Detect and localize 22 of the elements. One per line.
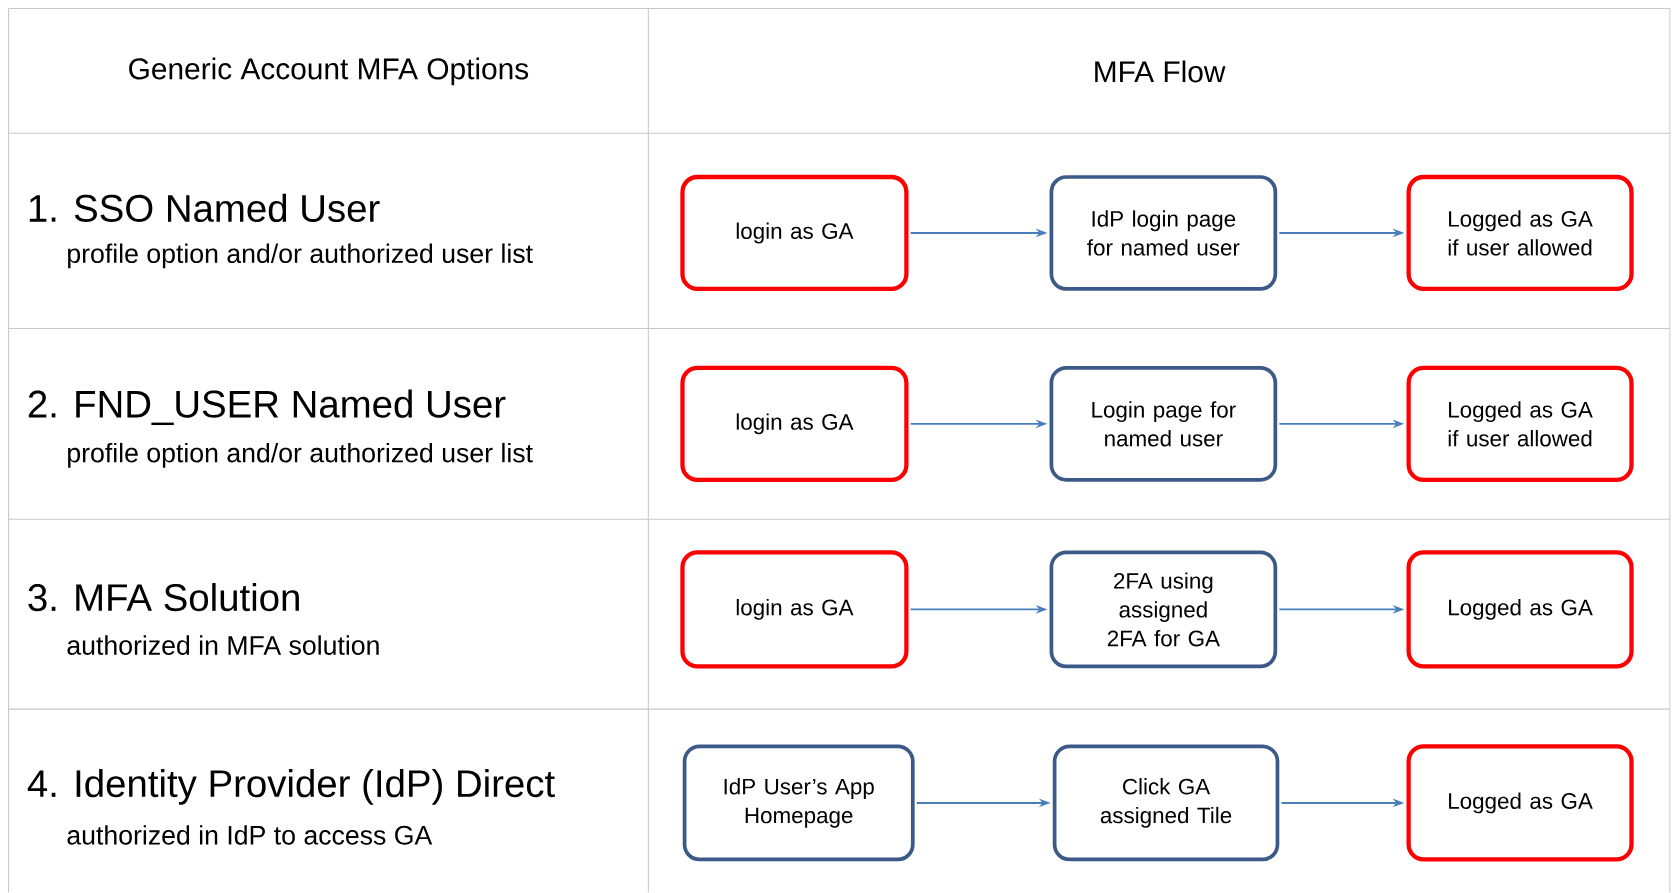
option-title: 3. MFA Solution [28,583,299,612]
process-box: Logged as GA if user allowed [1406,366,1634,483]
process-box: login as GA [680,175,909,292]
option-description: authorized in IdP to access GA [67,825,433,845]
process-box: Click GA assigned Tile [1052,744,1280,862]
process-box: 2FA using assigned 2FA for GA [1049,550,1278,669]
column-header: MFA Flow [1095,60,1226,83]
option-title: 2. FND_USER Named User [28,389,506,426]
column-header: Generic Account MFA Options [129,57,529,86]
process-box: IdP User’s App Homepage [682,744,915,862]
process-box: login as GA [680,550,909,669]
process-box: Login page for named user [1049,366,1278,482]
process-box: Logged as GA [1406,550,1634,669]
process-box: IdP login page for named user [1049,175,1278,292]
process-box: Logged as GA [1406,744,1634,862]
process-box: Logged as GA if user allowed [1406,175,1634,292]
option-description: profile option and/or authorized user list [68,443,533,468]
option-description: profile option and/or authorized user list [68,243,533,269]
option-title: 4. Identity Provider (IdP) Direct [27,769,555,806]
option-title: 1. SSO Named User [29,194,380,223]
process-box: login as GA [680,366,909,483]
option-description: authorized in MFA solution [67,635,379,656]
